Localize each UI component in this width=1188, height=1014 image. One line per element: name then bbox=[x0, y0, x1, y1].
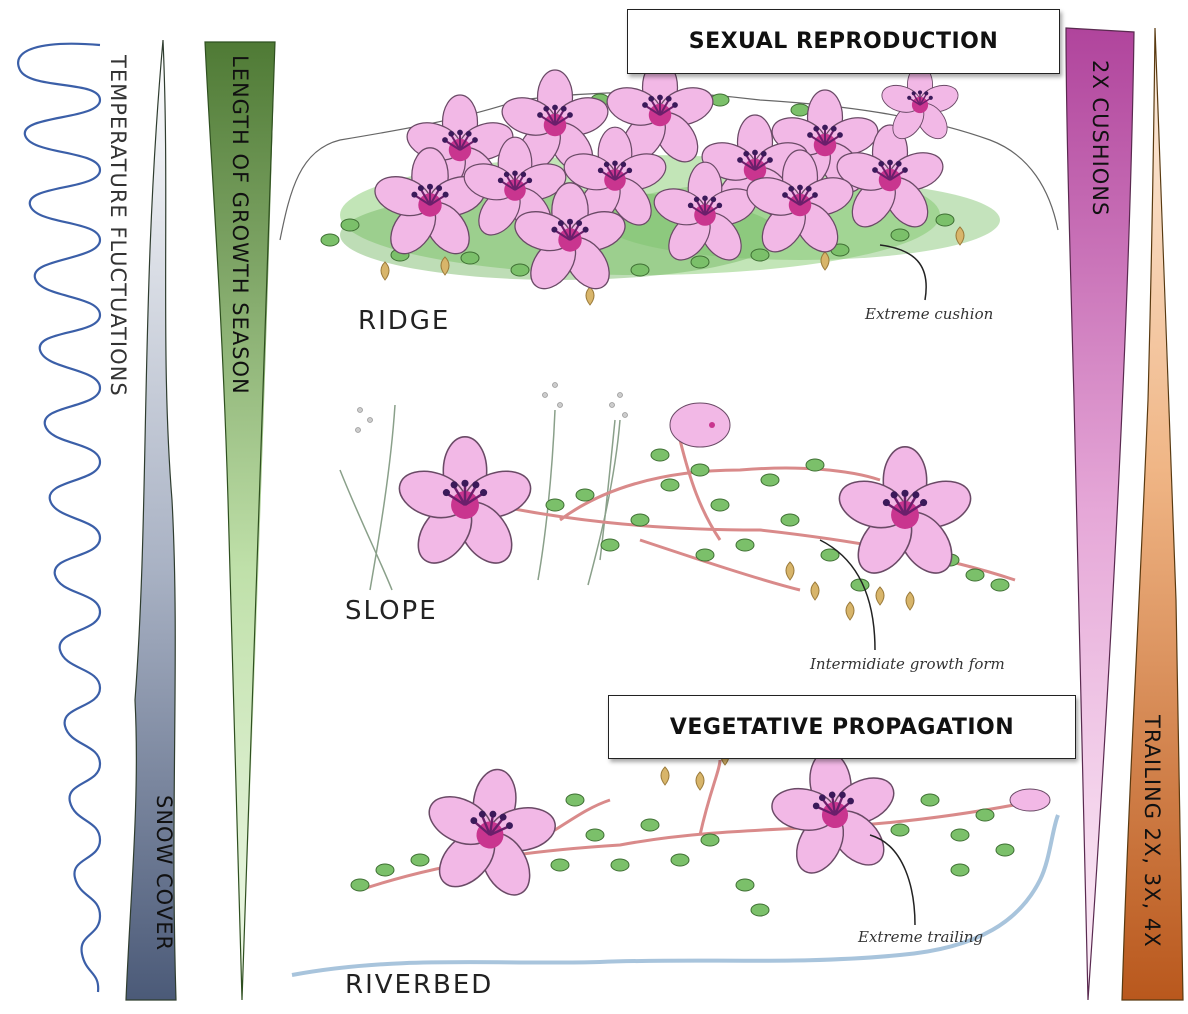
sexual-reproduction-heading: SEXUAL REPRODUCTION bbox=[627, 9, 1060, 74]
trailing-label: TRAILING 2X, 3X, 4X bbox=[1140, 715, 1164, 948]
riverbed-label: RIVERBED bbox=[345, 970, 493, 1000]
ridge-label: RIDGE bbox=[358, 306, 450, 336]
temperature-fluctuations-label: TEMPERATURE FLUCTUATIONS bbox=[106, 55, 130, 397]
snow-cover-label: SNOW COVER bbox=[152, 795, 176, 951]
intermediate-growth-form-annotation: Intermidiate growth form bbox=[810, 655, 1005, 673]
length-of-growth-season-label: LENGTH OF GROWTH SEASON bbox=[228, 55, 252, 395]
extreme-cushion-annotation: Extreme cushion bbox=[865, 305, 993, 323]
riverbed-bud bbox=[1010, 789, 1050, 811]
temperature-wave bbox=[18, 44, 100, 992]
slope-bud bbox=[670, 403, 730, 447]
river-line bbox=[292, 815, 1058, 975]
riverbed-flowers bbox=[412, 743, 910, 910]
vegetative-propagation-heading: VEGETATIVE PROPAGATION bbox=[608, 695, 1076, 759]
cushions-label: 2X CUSHIONS bbox=[1088, 60, 1112, 216]
extreme-trailing-annotation: Extreme trailing bbox=[858, 928, 983, 946]
grass-seed-heads bbox=[356, 383, 628, 433]
slope-label: SLOPE bbox=[345, 596, 438, 626]
